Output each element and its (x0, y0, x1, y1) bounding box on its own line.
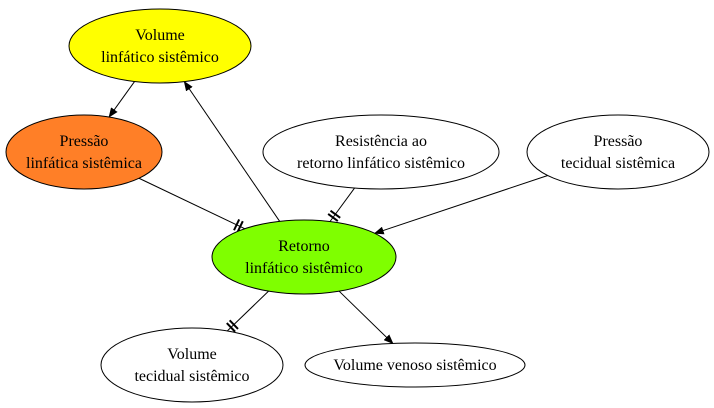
node-label: Volume venoso sistêmico (333, 357, 496, 374)
node-ellipse (5, 114, 163, 190)
edge-retorno-linfatico-to-volume-tecidual (226, 290, 269, 333)
node-resistencia: Resistência ao retorno linfático sistêmic… (262, 114, 500, 190)
node-volume-tecidual: Volume tecidual sistêmico (100, 327, 284, 403)
node-label: Volume (135, 27, 184, 44)
edge-line (329, 187, 355, 222)
edge-retorno-linfatico-to-volume-linfatico (183, 80, 281, 222)
edge-resistencia-to-retorno-linfatico (327, 187, 355, 222)
inhibit-tick (236, 220, 244, 233)
node-label: tecidual sistêmico (134, 368, 249, 385)
edge-retorno-linfatico-to-volume-venoso (338, 290, 394, 345)
edge-line (183, 80, 281, 222)
node-label: Resistência ao (335, 133, 427, 150)
edges-layer (108, 80, 548, 345)
inhibit-tick (233, 218, 241, 231)
edge-line (338, 290, 394, 345)
node-label: Pressão (60, 133, 109, 150)
node-label: linfática sistêmica (26, 155, 142, 172)
node-ellipse (68, 8, 252, 84)
edge-line (373, 175, 548, 235)
inhibit-tick (327, 213, 339, 222)
edge-line (108, 81, 135, 118)
edge-pressao-tecidual-to-retorno-linfatico (373, 175, 548, 235)
node-volume-venoso: Volume venoso sistêmico (304, 342, 526, 388)
node-label: Pressão (594, 133, 643, 150)
node-ellipse (304, 342, 526, 388)
node-pressao-tecidual: Pressão tecidual sistêmica (526, 114, 710, 190)
inhibit-tick (228, 319, 239, 330)
inhibit-tick (329, 209, 341, 219)
inhibit-tick (226, 322, 236, 333)
node-label: linfático sistêmico (245, 260, 363, 277)
node-ellipse (262, 114, 500, 190)
node-label: Retorno (278, 238, 330, 255)
node-label: retorno linfático sistêmico (297, 155, 465, 172)
node-label: tecidual sistêmica (561, 155, 675, 172)
node-ellipse (211, 219, 397, 295)
node-ellipse (100, 327, 284, 403)
edge-pressao-linfatica-to-retorno-linfatico (138, 177, 245, 233)
node-label: Volume (167, 346, 216, 363)
edge-volume-linfatico-to-pressao-linfatica (108, 81, 135, 118)
node-label: linfático sistêmico (101, 49, 219, 66)
node-pressao-linfatica: Pressão linfática sistêmica (5, 114, 163, 190)
node-volume-linfatico: Volume linfático sistêmico (68, 8, 252, 84)
edge-line (138, 177, 245, 230)
node-retorno-linfatico: Retorno linfático sistêmico (211, 219, 397, 295)
node-ellipse (526, 114, 710, 190)
